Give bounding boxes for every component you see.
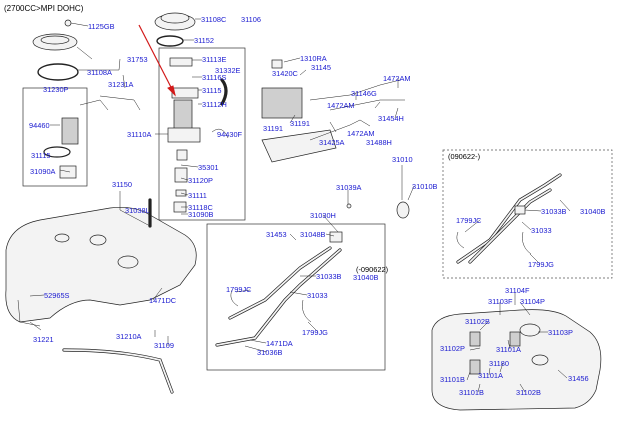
lock-ring-part: [32, 33, 78, 51]
part-label-31332E[interactable]: 31332E: [215, 66, 241, 75]
variant-fuel-tank-part: [431, 309, 602, 411]
part-label-31102P[interactable]: 31102P: [440, 344, 465, 353]
part-label-31101B-low[interactable]: 31101B: [459, 388, 484, 397]
filler-cap-part: [396, 201, 410, 219]
part-label-31036B[interactable]: 31036B: [257, 348, 283, 357]
part-label-31101A-low[interactable]: 31101A: [478, 371, 503, 380]
part-label-31048B[interactable]: 31048B: [300, 230, 326, 239]
part-label-31040B-main[interactable]: 31040B: [353, 273, 379, 282]
part-label-31191-right[interactable]: 31191: [290, 119, 310, 128]
part-label-1472AM-mid[interactable]: 1472AM: [327, 101, 355, 110]
part-label-31488H[interactable]: 31488H: [366, 138, 392, 147]
part-label-31040B-variant[interactable]: 31040B: [580, 207, 606, 216]
part-label-31456[interactable]: 31456: [568, 374, 589, 383]
part-label-31145[interactable]: 31145: [311, 63, 331, 72]
part-label-31113E[interactable]: 31113E: [202, 55, 226, 64]
filler-neck-frame: [206, 223, 386, 371]
part-label-31230P[interactable]: 31230P: [43, 85, 69, 94]
part-label-31010[interactable]: 31010: [392, 155, 413, 164]
part-label-94460[interactable]: 94460: [29, 121, 50, 130]
part-label-31753[interactable]: 31753: [127, 55, 148, 64]
part-label-31210A[interactable]: 31210A: [116, 332, 142, 341]
part-label-1471DA[interactable]: 1471DA: [266, 339, 293, 348]
part-label-31112H[interactable]: 31112H: [202, 100, 227, 109]
part-label-94430F[interactable]: 94430F: [217, 130, 243, 139]
part-label-31108C[interactable]: 31108C: [201, 15, 227, 24]
part-label-1472AM-low[interactable]: 1472AM: [347, 129, 375, 138]
engine-variant-header: (2700CC>MPI DOHC): [4, 4, 84, 13]
part-label-31454H[interactable]: 31454H: [378, 114, 404, 123]
part-label-31108A[interactable]: 31108A: [87, 68, 112, 77]
part-label-31033-main[interactable]: 31033: [307, 291, 328, 300]
part-label-31103P[interactable]: 31103P: [548, 328, 573, 337]
part-label-31420C[interactable]: 31420C: [272, 69, 299, 78]
leader-lines: [29, 18, 571, 393]
fuel-tank-part: [5, 206, 197, 323]
part-label-52965S[interactable]: 52965S: [44, 291, 70, 300]
part-label-31102B-top[interactable]: 31102B: [465, 317, 490, 326]
part-label-1799JC-variant[interactable]: 1799JC: [456, 216, 482, 225]
part-label-31115-top[interactable]: 31115: [202, 86, 221, 95]
canister-part: [261, 59, 405, 163]
part-label-31180[interactable]: 31180: [489, 359, 509, 368]
variant-filler-frame: [442, 149, 613, 279]
part-label-1471DC[interactable]: 1471DC: [149, 296, 177, 305]
part-label-1799JG-main[interactable]: 1799JG: [302, 328, 328, 337]
part-label-31221[interactable]: 31221: [33, 335, 54, 344]
part-label-31090B[interactable]: 31090B: [188, 210, 214, 219]
part-label-31115-left[interactable]: 31115: [31, 151, 50, 160]
part-label-31102B-low[interactable]: 31102B: [516, 388, 541, 397]
part-label-31039A[interactable]: 31039A: [336, 183, 362, 192]
part-label-35301[interactable]: 35301: [198, 163, 219, 172]
bolt-part: [346, 203, 352, 209]
part-label-31033-variant[interactable]: 31033: [531, 226, 552, 235]
pump-cover-part: [154, 12, 196, 47]
filler-neck-part: [215, 231, 343, 347]
part-label-31152[interactable]: 31152: [194, 36, 214, 45]
part-label-31104F[interactable]: 31104F: [505, 286, 530, 295]
part-label-1125GB[interactable]: 1125GB: [88, 22, 115, 31]
part-label-31038L[interactable]: 31038L: [125, 206, 150, 215]
part-label-31425A[interactable]: 31425A: [319, 138, 345, 147]
part-label-31120P[interactable]: 31120P: [188, 176, 213, 185]
part-label-31453[interactable]: 31453: [266, 230, 287, 239]
part-label-31106[interactable]: 31106: [241, 15, 261, 24]
inner-box-title: (-090622): [356, 265, 388, 274]
gasket-ring-part: [37, 63, 79, 81]
part-label-31103F[interactable]: 31103F: [488, 297, 513, 306]
part-label-31090A[interactable]: 31090A: [30, 167, 56, 176]
part-label-31033B-variant[interactable]: 31033B: [541, 207, 567, 216]
part-label-31104P[interactable]: 31104P: [520, 297, 545, 306]
part-label-31033B-main[interactable]: 31033B: [316, 272, 342, 281]
pump-hose-part: [220, 78, 228, 106]
screw-part: [64, 19, 72, 27]
part-label-31150[interactable]: 31150: [112, 180, 132, 189]
part-label-31010B[interactable]: 31010B: [412, 182, 438, 191]
sender-wire-part: [99, 95, 141, 111]
part-label-31146G[interactable]: 31146G: [351, 89, 377, 98]
variant-filler-neck-part: [456, 173, 562, 264]
part-label-31109[interactable]: 31109: [154, 341, 174, 350]
highlight-arrow: [138, 24, 176, 97]
part-label-31101A-mid[interactable]: 31101A: [496, 345, 521, 354]
part-label-31110A[interactable]: 31110A: [127, 130, 151, 139]
variant-box-title: (090622-): [448, 152, 480, 161]
part-label-1799JC-main[interactable]: 1799JC: [226, 285, 252, 294]
sender-assembly-frame: [22, 87, 88, 187]
part-label-31030H[interactable]: 31030H: [310, 211, 336, 220]
part-label-31231A[interactable]: 31231A: [108, 80, 134, 89]
part-label-1472AM-top[interactable]: 1472AM: [383, 74, 411, 83]
part-label-31191-left[interactable]: 31191: [263, 124, 283, 133]
part-label-31111[interactable]: 31111: [188, 191, 207, 200]
part-label-31101B-left[interactable]: 31101B: [440, 375, 465, 384]
part-label-1799JG-variant[interactable]: 1799JG: [528, 260, 554, 269]
part-label-31118C[interactable]: 31118C: [188, 203, 213, 212]
part-label-31116S[interactable]: 31116S: [202, 73, 226, 82]
part-label-1310RA[interactable]: 1310RA: [300, 54, 327, 63]
fuel-sender-part: [43, 99, 109, 179]
